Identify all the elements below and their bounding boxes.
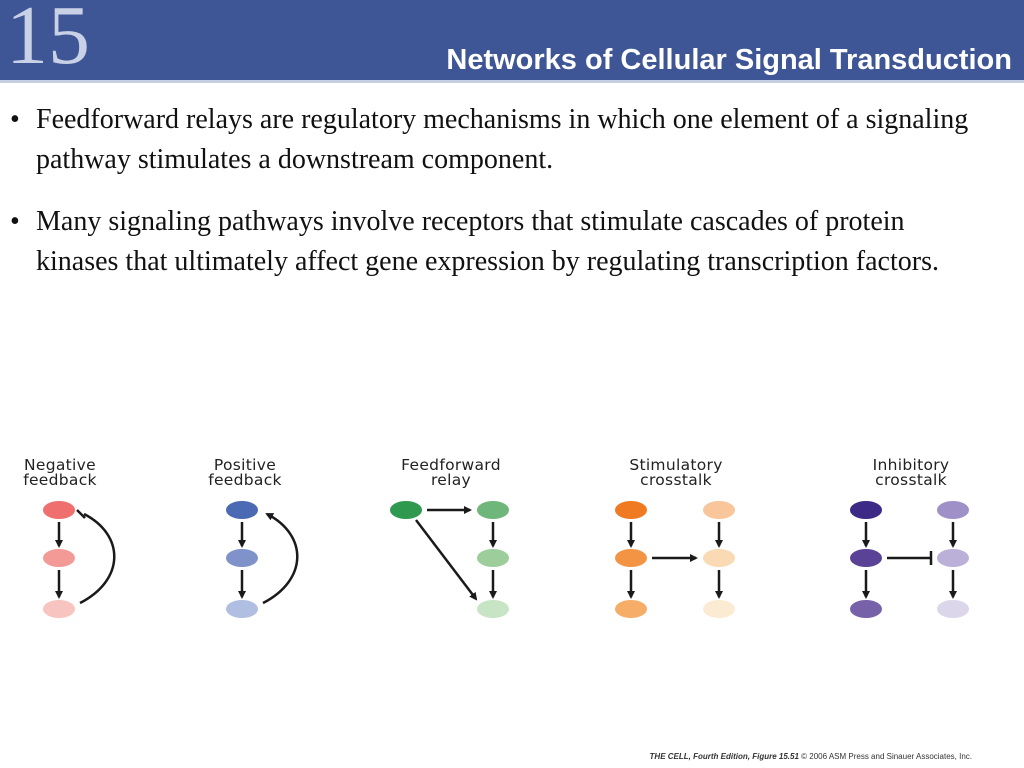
bullet-text: Feedforward relays are regulatory mechan… <box>36 104 969 175</box>
pathway-node <box>43 549 75 567</box>
panel-label-line1: Inhibitory <box>873 456 950 474</box>
positive-feedback-panel: Positive feedback <box>208 456 299 618</box>
pathway-node <box>477 600 509 618</box>
inhibition-bar <box>76 509 86 519</box>
bullet-list: • Feedforward relays are regulatory mech… <box>10 100 1010 304</box>
panel-label-line1: Positive <box>214 456 276 474</box>
pathway-node <box>43 600 75 618</box>
pathway-node <box>390 501 422 519</box>
inhibition-feedback-curve <box>79 512 116 605</box>
pathway-node <box>703 549 735 567</box>
panel-label-line1: Stimulatory <box>629 456 722 474</box>
pathway-node <box>850 549 882 567</box>
panel-label-line2: feedback <box>208 471 282 489</box>
bullet-signaling-pathways: • Many signaling pathways involve recept… <box>10 202 966 282</box>
panel-label-line2: crosstalk <box>640 471 712 489</box>
credit-book-title: THE CELL, Fourth Edition, <box>649 752 750 761</box>
panel-label-line1: Feedforward <box>401 456 501 474</box>
pathway-node <box>937 501 969 519</box>
chapter-number: 15 <box>6 0 90 82</box>
pathway-node <box>477 549 509 567</box>
panel-label-line1: Negative <box>24 456 96 474</box>
pathway-node <box>615 501 647 519</box>
pathway-node <box>703 501 735 519</box>
pathway-node <box>937 600 969 618</box>
feedforward-relay-panel: Feedforward relay <box>390 456 509 618</box>
pathway-node <box>226 501 258 519</box>
pathway-node <box>703 600 735 618</box>
positive-feedback-curve <box>262 512 299 605</box>
credit-figure-ref: Figure 15.51 <box>752 752 799 761</box>
pathway-node <box>43 501 75 519</box>
figure-credit: THE CELL, Fourth Edition, Figure 15.51 ©… <box>650 752 972 762</box>
header-rule <box>0 80 1024 83</box>
negative-feedback-panel: Negative feedback <box>23 456 116 618</box>
pathway-node <box>615 600 647 618</box>
panel-label-line2: relay <box>431 471 471 489</box>
pathway-node <box>615 549 647 567</box>
inhibitory-crosstalk-panel: Inhibitory crosstalk <box>850 456 969 618</box>
pathway-node <box>477 501 509 519</box>
pathway-node <box>226 549 258 567</box>
feedforward-arrow <box>415 519 478 601</box>
signaling-network-figure: Negative feedback Positive feedback Feed… <box>23 456 969 618</box>
slide-header: 15 Networks of Cellular Signal Transduct… <box>0 0 1024 82</box>
pathway-node <box>937 549 969 567</box>
pathway-node <box>226 600 258 618</box>
bullet-text: Many signaling pathways involve receptor… <box>36 206 939 277</box>
stimulatory-crosstalk-panel: Stimulatory crosstalk <box>615 456 735 618</box>
credit-copyright: © 2006 ASM Press and Sinauer Associates,… <box>801 752 972 761</box>
slide-title: Networks of Cellular Signal Transduction <box>446 44 1012 76</box>
bullet-feedforward: • Feedforward relays are regulatory mech… <box>10 100 1016 180</box>
pathway-node <box>850 501 882 519</box>
pathway-node <box>850 600 882 618</box>
panel-label-line2: feedback <box>23 471 97 489</box>
panel-label-line2: crosstalk <box>875 471 947 489</box>
bullet-marker: • <box>10 206 20 237</box>
bullet-marker: • <box>10 104 20 135</box>
